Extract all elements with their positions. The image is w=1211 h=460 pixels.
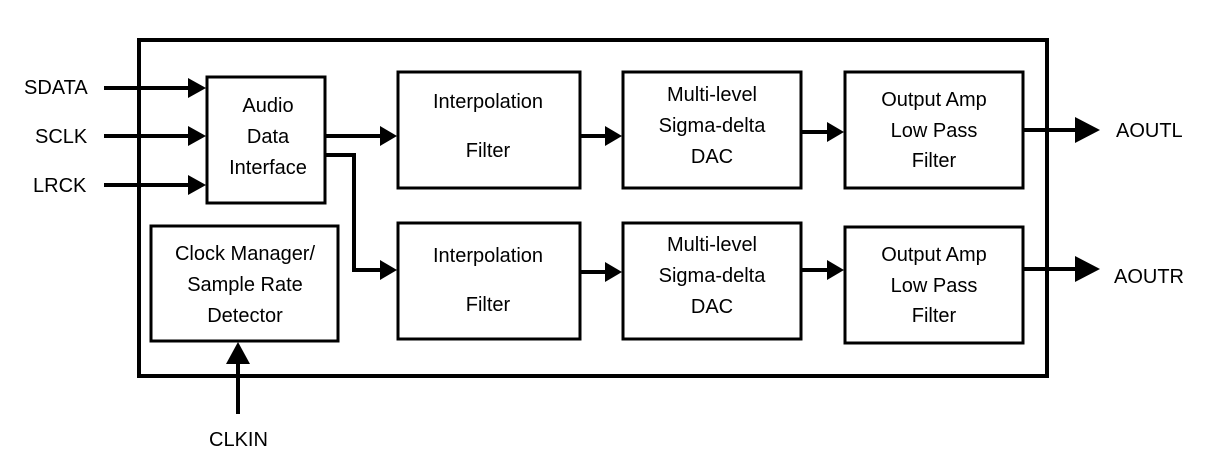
dac-r-line1: Multi-level xyxy=(667,234,757,256)
lrck-label: LRCK xyxy=(33,175,87,197)
interp-filter-r-line2: Filter xyxy=(466,294,511,316)
lrck-arrow xyxy=(104,175,206,195)
output-amp-l-block: Output Amp Low Pass Filter xyxy=(843,70,1025,190)
aoutr-arrow xyxy=(1023,256,1100,282)
dac-r-block: Multi-level Sigma-delta DAC xyxy=(621,221,803,341)
aoutl-arrow xyxy=(1023,117,1100,143)
output-amp-r-block: Output Amp Low Pass Filter xyxy=(843,225,1025,345)
aoutr-label: AOUTR xyxy=(1114,266,1184,288)
clock-manager-line1: Clock Manager/ xyxy=(175,243,316,265)
output-amp-l-line1: Output Amp xyxy=(881,89,987,111)
interp-l-to-dac-l-arrow xyxy=(580,126,622,146)
dac-l-line2: Sigma-delta xyxy=(659,115,767,137)
audio-data-interface-line1: Audio xyxy=(242,95,293,117)
sdata-label: SDATA xyxy=(24,77,88,99)
output-amp-r-line3: Filter xyxy=(912,305,957,327)
sdata-arrow xyxy=(104,78,206,98)
dac-l-line1: Multi-level xyxy=(667,84,757,106)
audio-data-interface-block: Audio Data Interface xyxy=(205,75,327,205)
sclk-label: SCLK xyxy=(35,126,88,148)
clock-manager-line3: Detector xyxy=(207,305,283,327)
dac-r-line2: Sigma-delta xyxy=(659,265,767,287)
dac-r-to-amp-r-arrow xyxy=(801,260,844,280)
output-amp-r-line2: Low Pass xyxy=(891,275,978,297)
output-amp-r-line1: Output Amp xyxy=(881,244,987,266)
interp-filter-r-block: Interpolation Filter xyxy=(396,221,582,341)
adi-to-interp-l-arrow xyxy=(325,126,397,146)
clock-manager-block: Clock Manager/ Sample Rate Detector xyxy=(149,224,340,343)
audio-data-interface-line2: Data xyxy=(247,126,290,148)
clock-manager-line2: Sample Rate xyxy=(187,274,303,296)
sclk-arrow xyxy=(104,126,206,146)
interp-filter-r-line1: Interpolation xyxy=(433,245,543,267)
interp-filter-l-line2: Filter xyxy=(466,140,511,162)
interp-filter-l-block: Interpolation Filter xyxy=(396,70,582,190)
interp-r-to-dac-r-arrow xyxy=(580,262,622,282)
dac-l-block: Multi-level Sigma-delta DAC xyxy=(621,70,803,190)
chip-boundary xyxy=(137,38,1049,378)
output-amp-l-line3: Filter xyxy=(912,150,957,172)
dac-l-to-amp-l-arrow xyxy=(801,122,844,142)
dac-r-line3: DAC xyxy=(691,296,733,318)
audio-data-interface-line3: Interface xyxy=(229,157,307,179)
clkin-arrow xyxy=(226,342,250,414)
clkin-label: CLKIN xyxy=(209,429,268,451)
dac-l-line3: DAC xyxy=(691,146,733,168)
adi-to-interp-r-arrow xyxy=(325,153,397,280)
interp-filter-l-line1: Interpolation xyxy=(433,91,543,113)
output-amp-l-line2: Low Pass xyxy=(891,120,978,142)
aoutl-label: AOUTL xyxy=(1116,120,1183,142)
